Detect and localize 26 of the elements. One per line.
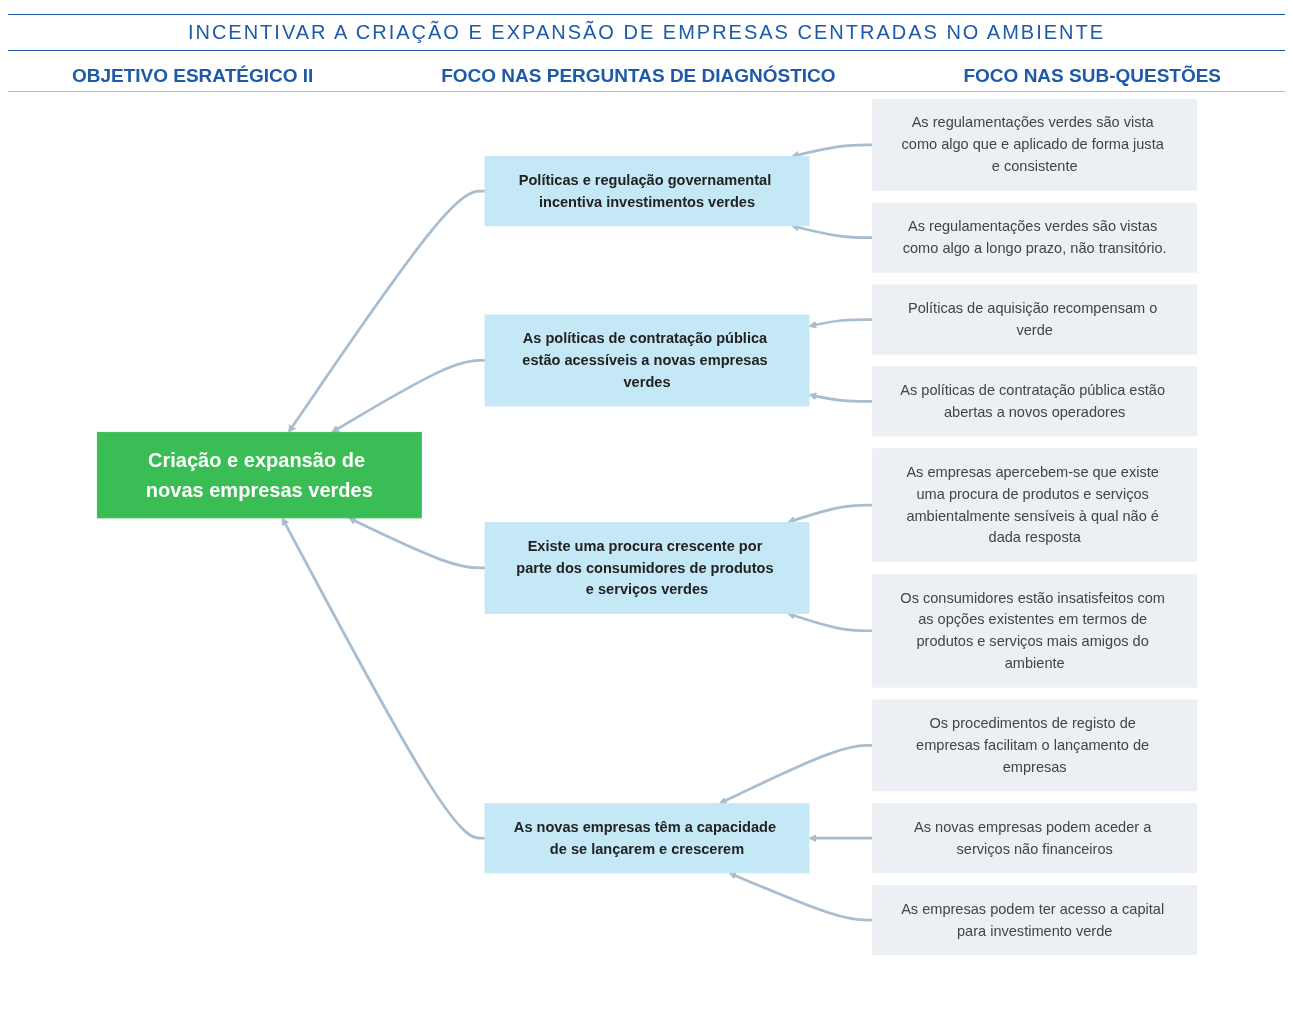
node-box: Criação e expansão de novas empresas verdes bbox=[96, 431, 422, 519]
column-heading: FOCO NAS PERGUNTAS DE DIAGNÓSTICO bbox=[441, 65, 836, 87]
node-box: Os procedimentos de registo de empresas facilitam o lançamento de empresas bbox=[871, 699, 1197, 792]
arrow bbox=[808, 834, 873, 843]
node-box: Políticas de aquisição recompensam o verde bbox=[871, 284, 1197, 355]
node-box: As novas empresas têm a capacidade de se lançarem e crescerem bbox=[484, 803, 809, 874]
arrow bbox=[347, 517, 485, 570]
node-box: As regulamentações verdes são vista como algo que e aplicado de forma justa e consistente bbox=[871, 98, 1197, 191]
node-box: Políticas e regulação governamental incentiva investimentos verdes bbox=[484, 156, 809, 227]
column-heading: OBJETIVO ESRATÉGICO II bbox=[71, 65, 314, 87]
arrow bbox=[281, 517, 485, 840]
node-box: As regulamentações verdes são vistas como algo a longo prazo, não transitório. bbox=[871, 202, 1197, 273]
arrow bbox=[808, 392, 873, 403]
node-box: Existe uma procura crescente por parte dos consumidores de produtos e serviços verdes bbox=[484, 522, 809, 614]
node-box: As políticas de contratação pública estão abertas a novos operadores bbox=[871, 366, 1197, 437]
arrow bbox=[287, 189, 485, 433]
node-box: As empresas podem ter acesso a capital para investimento verde bbox=[871, 885, 1197, 956]
arrow bbox=[330, 359, 485, 433]
arrow bbox=[728, 871, 873, 922]
diagram-title: INCENTIVAR A CRIAÇÃO E EXPANSÃO DE EMPRESAS CENTRADAS NO AMBIENTE bbox=[8, 14, 1285, 51]
node-box: As empresas apercebem-se que existe uma procura de produtos e serviços ambientalmente sensíveis à qual não é dada resposta bbox=[871, 448, 1197, 563]
node-box: Os consumidores estão insatisfeitos com as opções existentes em termos de produtos e serviços mais amigos do ambiente bbox=[871, 573, 1197, 688]
arrow bbox=[718, 744, 873, 805]
arrow bbox=[808, 318, 873, 329]
node-box: As novas empresas podem aceder a serviços não financeiros bbox=[871, 803, 1197, 874]
node-box: As políticas de contratação pública estão acessíveis a novas empresas verdes bbox=[484, 314, 809, 407]
